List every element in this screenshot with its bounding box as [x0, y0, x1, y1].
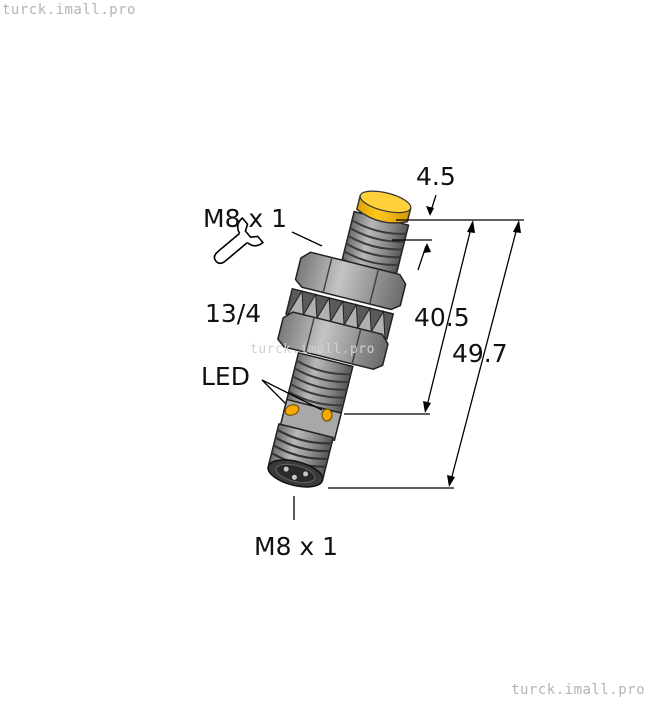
- sensor-face: [356, 190, 412, 224]
- upper-hex-nut: [294, 251, 407, 311]
- label-dim-total: 49.7: [452, 339, 508, 368]
- leader-lines: [261, 231, 323, 520]
- arrowhead-face-upper: [426, 206, 434, 216]
- arrowhead-mid-bottom: [423, 401, 431, 413]
- dim-line-mid: [425, 223, 473, 411]
- leader-led-1: [261, 379, 287, 405]
- wrench-icon: [213, 216, 265, 265]
- dimension-arrows: [423, 206, 521, 487]
- lower-hex-nut: [277, 311, 389, 371]
- leader-thread-top: [291, 231, 323, 247]
- leader-led-2: [261, 379, 323, 411]
- label-wrench-size: 13/4: [205, 299, 262, 328]
- label-thread-bottom: M8 x 1: [254, 532, 339, 561]
- dimension-lines: [328, 194, 524, 489]
- arrowhead-mid-top: [467, 220, 475, 233]
- watermark-bottom: turck.imall.pro: [511, 682, 645, 698]
- m8-connector: [267, 423, 335, 488]
- watermark-middle: turck.imall.pro: [250, 342, 375, 357]
- dim-line-total: [449, 223, 519, 485]
- arrowhead-total-top: [513, 220, 521, 233]
- arrowhead-total-bottom: [447, 475, 455, 487]
- watermark-top: turck.imall.pro: [2, 2, 136, 18]
- label-dim-mid: 40.5: [414, 303, 470, 332]
- led-indicators: [284, 404, 333, 422]
- label-led: LED: [201, 362, 250, 391]
- label-dim-face: 4.5: [416, 162, 456, 191]
- arrowhead-face-lower: [423, 243, 431, 253]
- label-thread-top: M8 x 1: [203, 204, 288, 233]
